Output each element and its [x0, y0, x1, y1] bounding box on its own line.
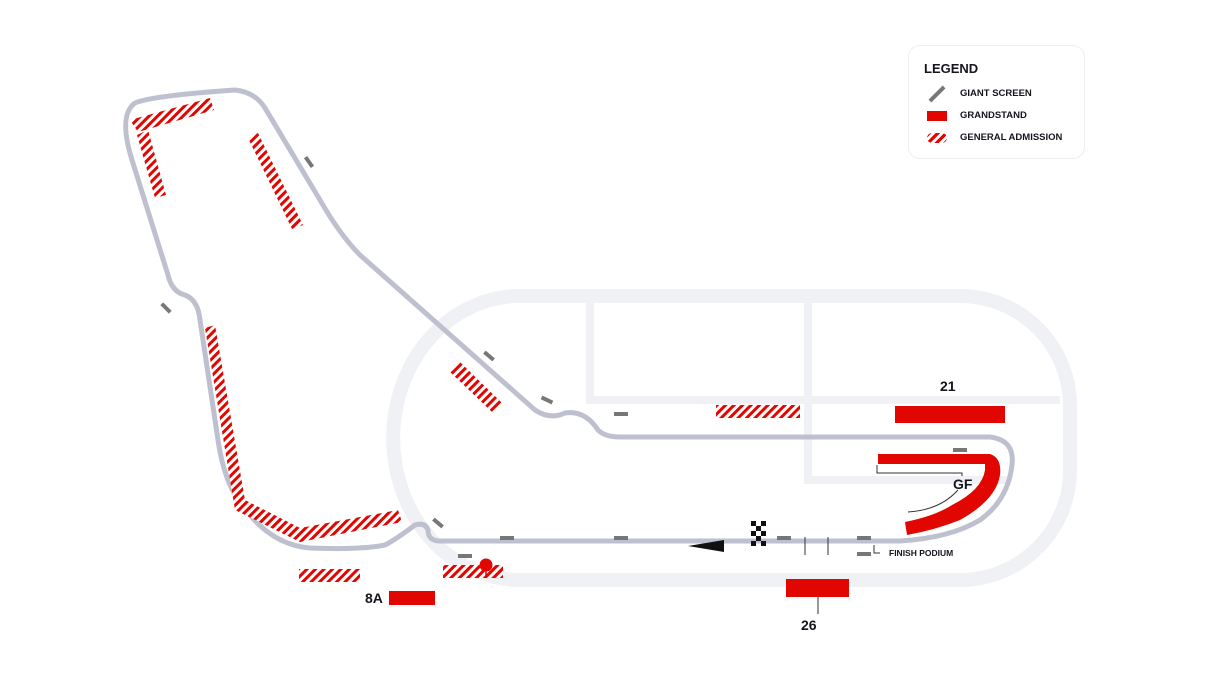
general-admission-icon	[927, 132, 947, 143]
grandstand-21[interactable]	[895, 406, 1005, 423]
label-8a: 8A	[365, 590, 383, 606]
giant-screen-icons	[160, 155, 967, 558]
legend-item-giant-screen: GIANT SCREEN	[927, 85, 1032, 102]
background-oval-track	[386, 289, 1077, 587]
label-gf: GF	[953, 476, 973, 492]
general-admission-areas	[130, 98, 800, 582]
legend-label: GRANDSTAND	[960, 110, 1027, 121]
grandstand-gf[interactable]	[878, 454, 1001, 535]
legend-label: GENERAL ADMISSION	[960, 132, 1063, 143]
grandstand-icon	[927, 110, 947, 121]
label-21: 21	[940, 378, 956, 394]
grandstand-8a[interactable]	[389, 591, 435, 605]
legend: LEGEND GIANT SCREEN GRANDSTAND GENERAL A…	[908, 45, 1085, 159]
label-26: 26	[801, 617, 817, 633]
location-pin-icon	[479, 558, 493, 578]
leader-lines	[804, 465, 963, 614]
legend-item-grandstand: GRANDSTAND	[927, 110, 1027, 121]
checkered-flag-icon	[751, 521, 766, 546]
label-finish-podium: FINISH PODIUM	[889, 548, 954, 558]
direction-arrow-icon	[688, 540, 724, 552]
giant-screen-icon	[928, 85, 946, 102]
grandstand-26[interactable]	[786, 579, 849, 597]
legend-item-general-admission: GENERAL ADMISSION	[927, 132, 1062, 143]
race-track	[123, 87, 1015, 552]
legend-label: GIANT SCREEN	[960, 88, 1032, 99]
grandstands	[389, 406, 1005, 605]
legend-title: LEGEND	[924, 61, 979, 76]
